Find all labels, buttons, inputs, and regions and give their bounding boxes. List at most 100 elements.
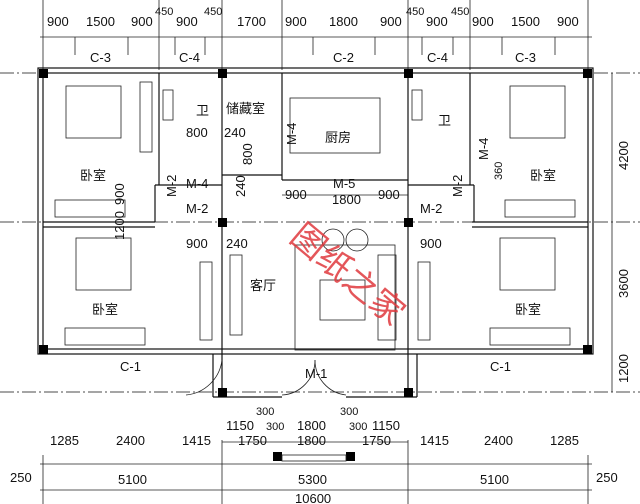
watermark: 图纸之家 [282,216,412,334]
dim-label: 900 [426,14,448,29]
total-dim-label: 10600 [295,491,331,504]
inner-dimensions: 900 1800 900 800 240 800 240 900 240 900… [112,125,505,251]
dim-label: 300 [256,406,274,418]
entrance-dimensions: 1150 300 300 1800 300 300 1150 [222,406,408,443]
dim-label: 1285 [550,433,579,448]
columns [39,69,592,461]
door-swing [281,359,316,396]
dim-label: 1285 [50,433,79,448]
dim-label: 250 [596,470,618,485]
window-c3-left: C-3 [90,50,111,65]
desk-icon [489,327,571,346]
room-bath-right: 卫 [438,113,451,128]
dim-label: 800 [186,125,208,140]
window-c4-right: C-4 [427,50,448,65]
door-m2-vertical: M-2 [450,175,465,197]
dim-label: 240 [233,175,248,197]
dim-label: 450 [406,6,424,18]
room-storage: 储藏室 [226,101,265,116]
desk-icon [54,199,126,218]
dim-label: 3600 [616,269,631,298]
dim-label: 1800 [297,418,326,433]
dim-label: 900 [420,236,442,251]
window-c1-right: C-1 [490,359,511,374]
door-labels: M-4 M-2 M-2 M-5 M-1 M-2 M-2 M-4 M-4 [164,123,491,381]
dim-label: 240 [224,125,246,140]
dim-label: 900 [285,14,307,29]
dim-label: 1150 [226,418,254,433]
kitchen-counter-icon [289,97,381,154]
door-m4-vertical: M-4 [476,138,491,160]
step-icon [281,454,347,462]
top-dimension-line [40,0,592,70]
dim-label: 900 [131,14,153,29]
right-dimensions: 4200 3600 1200 [611,73,631,392]
bed-icon [75,237,132,291]
dim-label: 900 [285,187,307,202]
bed-icon [65,85,122,139]
dim-label: 5300 [298,472,327,487]
dim-label: 1800 [332,192,361,207]
dim-label: 4200 [616,141,631,170]
dim-label: 1700 [237,14,266,29]
dim-label: 900 [186,236,208,251]
tv-cabinet-icon [229,254,243,336]
room-labels: 卧室 卧室 卧室 卧室 卫 卫 储藏室 厨房 客厅 [80,101,556,317]
wardrobe-icon [417,261,431,341]
window-labels: C-3 C-4 C-2 C-4 C-3 C-1 C-1 [90,50,536,374]
door-m2-vertical: M-2 [164,175,179,197]
dim-label: 1415 [420,433,449,448]
sofa-icon [377,254,397,341]
dim-label: 240 [226,236,248,251]
room-kitchen: 厨房 [325,130,351,145]
room-living: 客厅 [250,278,276,293]
dim-label: 450 [204,6,222,18]
dim-label: 900 [557,14,579,29]
dim-label: 900 [380,14,402,29]
desk-icon [64,327,146,346]
dim-label: 360 [493,162,505,180]
dim-label: 250 [10,470,32,485]
room-bedroom-nw: 卧室 [80,168,106,183]
dim-label: 5100 [480,472,509,487]
dim-label: 900 [47,14,69,29]
dim-label: 450 [155,6,173,18]
dim-label: 1750 [238,433,267,448]
bed-icon [509,85,566,139]
bottom-dimensions: 1285 2400 1415 1750 1800 1750 1415 2400 … [10,433,618,504]
dim-label: 450 [451,6,469,18]
door-m5: M-5 [333,176,355,191]
wardrobe-icon [199,261,213,341]
room-bath-left: 卫 [196,103,209,118]
dim-label: 300 [340,406,358,418]
top-dimension-labels: 900 1500 900 450 900 450 1700 900 1800 9… [47,6,579,29]
dim-label: 1500 [511,14,540,29]
toilet-icon [411,89,423,121]
window-c4-left: C-4 [179,50,200,65]
dim-label: 1800 [329,14,358,29]
dim-label: 1750 [362,433,391,448]
dim-label: 900 [472,14,494,29]
bed-icon [499,237,556,291]
door-m4: M-4 [186,176,208,191]
door-swing [185,359,223,396]
room-bedroom-se: 卧室 [515,302,541,317]
door-m1: M-1 [305,366,327,381]
dim-label: 2400 [116,433,145,448]
door-m2: M-2 [420,201,442,216]
dim-label: 1500 [86,14,115,29]
dim-label: 300 [266,421,284,433]
armchair-icon [345,228,369,252]
dim-label: 1200 [112,211,127,240]
dim-label: 900 [112,183,127,205]
toilet-icon [162,89,174,121]
window-c2: C-2 [333,50,354,65]
dim-label: 900 [176,14,198,29]
room-bedroom-ne: 卧室 [530,168,556,183]
dim-label: 800 [240,143,255,165]
watermark-text: 图纸之家 [282,216,412,334]
room-bedroom-sw: 卧室 [92,302,118,317]
door-swing [314,359,347,396]
desk-icon [504,199,576,218]
